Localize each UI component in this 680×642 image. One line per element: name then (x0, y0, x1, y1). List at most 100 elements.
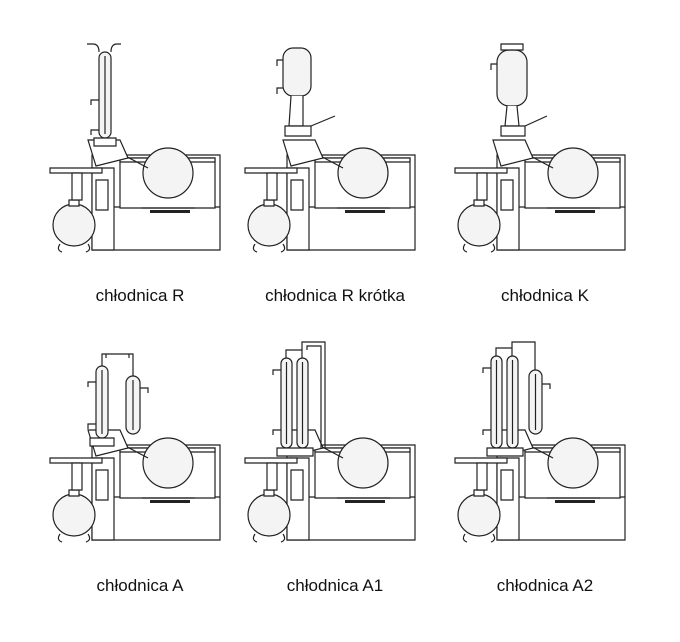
vapor-duct (72, 463, 82, 490)
flask-clip (463, 534, 494, 542)
flask-clip (58, 534, 89, 542)
bath-slot (555, 500, 595, 503)
flask-clip (253, 534, 284, 542)
receiving-flask (53, 204, 95, 246)
coolant-port (491, 64, 497, 70)
cold-trap-lid (501, 44, 523, 50)
bridge-pipe (102, 354, 133, 376)
condenser-joint (277, 448, 313, 456)
receiving-flask (458, 204, 500, 246)
receiving-clamp (69, 200, 79, 206)
bridge-pipe-inner (106, 354, 129, 358)
condenser-joint (285, 126, 311, 136)
condenser-k-panel: chłodnica K (445, 40, 645, 340)
control-panel (96, 470, 108, 500)
condenser-joint (94, 138, 116, 146)
condenser-r-panel: chłodnica R (40, 40, 240, 340)
apparatus-group (245, 342, 415, 542)
vapor-duct (72, 173, 82, 200)
support-bar (455, 168, 507, 173)
coolant-port-upper (88, 382, 96, 387)
control-panel (291, 470, 303, 500)
evaporating-flask (338, 148, 388, 198)
receiving-flask (53, 494, 95, 536)
support-bar (245, 458, 297, 463)
condenser-a1-drawing (235, 330, 435, 600)
vacuum-line (525, 116, 547, 126)
evaporating-flask (143, 438, 193, 488)
bath-slot (555, 210, 595, 213)
bridge-pipe-left (496, 348, 512, 356)
condenser-r-short-drawing (235, 40, 435, 310)
control-panel (96, 180, 108, 210)
apparatus-group (455, 342, 625, 542)
condenser-a-drawing (40, 330, 240, 600)
bridge-pipe-right (512, 342, 535, 370)
support-bar (50, 168, 102, 173)
condenser-joint (90, 438, 114, 446)
condenser-a1-caption: chłodnica A1 (286, 576, 384, 595)
receiving-flask (248, 494, 290, 536)
flask-clip (58, 244, 89, 252)
receiving-clamp (474, 490, 484, 496)
evaporating-flask (338, 438, 388, 488)
condenser-r-short-caption: chłodnica R krótka (265, 286, 405, 305)
receiving-flask (248, 204, 290, 246)
rotary-drive (493, 140, 533, 166)
tertiary-port (542, 384, 550, 389)
return-pipe (302, 342, 325, 448)
vacuum-line (311, 116, 335, 126)
condenser-r-caption: chłodnica R (95, 286, 185, 305)
bridge-pipe-left (286, 350, 302, 358)
support-bar (455, 458, 507, 463)
coolant-port-lower (91, 130, 99, 135)
trap-joint (501, 126, 525, 136)
evaporating-flask (143, 148, 193, 198)
control-panel (501, 470, 513, 500)
coolant-port-upper (483, 368, 491, 373)
apparatus-group (245, 48, 415, 252)
receiving-clamp (264, 490, 274, 496)
receiving-clamp (264, 200, 274, 206)
vapor-duct (267, 173, 277, 200)
coolant-port-upper (273, 370, 281, 375)
receiving-clamp (69, 490, 79, 496)
coolant-port-lower (88, 424, 96, 429)
rotary-drive (283, 140, 323, 166)
condenser-joint (487, 448, 523, 456)
bath-slot (345, 500, 385, 503)
support-bar (245, 168, 297, 173)
bath-slot (150, 210, 190, 213)
secondary-port (140, 388, 148, 393)
support-bar (50, 458, 102, 463)
cold-trap-body (497, 50, 527, 106)
control-panel (501, 180, 513, 210)
coolant-port-lower (483, 430, 491, 435)
condenser-a2-drawing (445, 330, 645, 600)
evaporating-flask (548, 438, 598, 488)
condenser-r-drawing (40, 40, 240, 310)
condenser-a2-caption: chłodnica A2 (496, 576, 594, 595)
flask-clip (253, 244, 284, 252)
condenser-stem (289, 96, 303, 126)
coolant-port-lower (273, 430, 281, 435)
bath-slot (345, 210, 385, 213)
vapor-duct (267, 463, 277, 490)
apparatus-group (50, 44, 220, 252)
receiving-clamp (474, 200, 484, 206)
condenser-top-fittings (87, 44, 121, 52)
condenser-r-short-panel: chłodnica R krótka (235, 40, 435, 340)
apparatus-group (50, 354, 220, 542)
condenser-k-drawing (445, 40, 645, 310)
evaporating-flask (548, 148, 598, 198)
short-condenser-body (283, 48, 311, 96)
coolant-ports (277, 60, 283, 94)
control-panel (291, 180, 303, 210)
condenser-a2-panel: chłodnica A2 (445, 330, 645, 630)
return-pipe-inner (307, 346, 321, 448)
bath-slot (150, 500, 190, 503)
trap-stem (505, 106, 519, 126)
receiving-flask (458, 494, 500, 536)
coolant-port-upper (91, 100, 99, 105)
vapor-duct (477, 173, 487, 200)
